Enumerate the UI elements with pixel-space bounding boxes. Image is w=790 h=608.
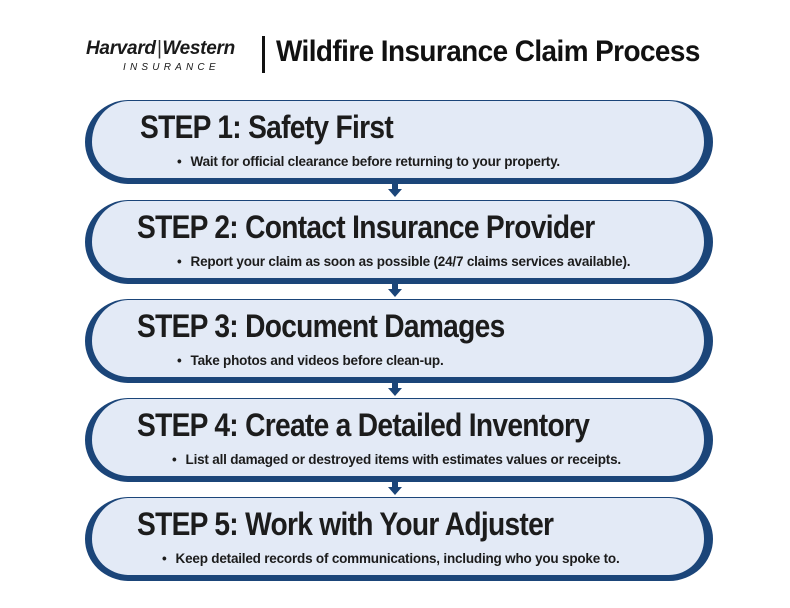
header: Harvard|Western INSURANCE Wildfire Insur… [0,0,790,90]
logo-brand-left: Harvard [86,38,156,59]
company-logo: Harvard|Western INSURANCE [86,38,256,78]
logo-wordmark: Harvard|Western [86,38,235,60]
bullet-icon: • [177,353,182,368]
down-arrow-icon [388,284,402,298]
step-bullet: • Keep detailed records of communications… [162,551,620,566]
logo-subtitle: INSURANCE [123,62,220,73]
down-arrow-icon [388,383,402,397]
bullet-icon: • [162,551,167,566]
bullet-icon: • [177,154,182,169]
bullet-icon: • [177,254,182,269]
step-bullet-text: Take photos and videos before clean-up. [190,353,444,368]
step-bullet-text: Keep detailed records of communications,… [175,551,620,566]
step-box-1: STEP 1: Safety First • Wait for official … [85,100,713,184]
step-box-5: STEP 5: Work with Your Adjuster • Keep de… [85,497,713,581]
step-title: STEP 3: Document Damages [137,308,505,344]
step-title: STEP 5: Work with Your Adjuster [137,506,554,542]
step-bullet: • Take photos and videos before clean-up. [177,353,444,368]
step-box-4: STEP 4: Create a Detailed Inventory • Lis… [85,398,713,482]
down-arrow-icon [388,482,402,496]
bullet-icon: • [172,452,177,467]
step-bullet-text: Report your claim as soon as possible (2… [190,254,631,269]
step-box-2: STEP 2: Contact Insurance Provider • Repo… [85,200,713,284]
step-bullet: • Report your claim as soon as possible (… [177,254,630,269]
step-bullet-text: List all damaged or destroyed items with… [185,452,622,467]
step-bullet-text: Wait for official clearance before retur… [190,154,561,169]
step-bullet: • List all damaged or destroyed items wit… [172,452,621,467]
page-title: Wildfire Insurance Claim Process [276,35,700,68]
step-title: STEP 1: Safety First [140,109,394,145]
title-divider [262,36,265,73]
logo-separator: | [156,38,162,59]
step-title: STEP 4: Create a Detailed Inventory [137,407,590,443]
step-box-3: STEP 3: Document Damages • Take photos an… [85,299,713,383]
logo-brand-right: Western [162,38,235,59]
step-bullet: • Wait for official clearance before retu… [177,154,560,169]
step-title: STEP 2: Contact Insurance Provider [137,209,595,245]
down-arrow-icon [388,184,402,198]
